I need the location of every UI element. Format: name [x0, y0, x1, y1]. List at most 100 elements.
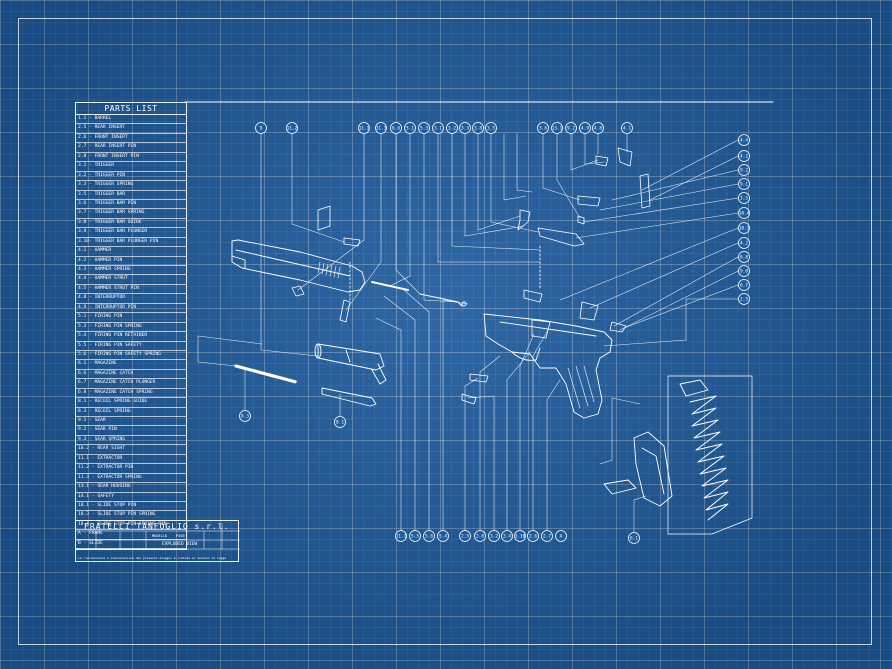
parts-list-row: 18.1 - SLIDE STOP PIN: [76, 502, 186, 512]
callout-bubble: 5.6: [423, 530, 435, 542]
callout-label: 5.6: [425, 534, 433, 540]
parts-list-row: 4.3 - HAMMER SPRING: [76, 266, 186, 276]
callout-bubble: 3.2: [446, 122, 458, 134]
callout-circle: [738, 150, 750, 162]
parts-list-row: 1.1 - BARREL: [76, 115, 186, 125]
view-title: EXPLODED VIEW: [162, 542, 198, 547]
magazine-spring-part: [667, 375, 753, 535]
callout-label: A: [560, 534, 563, 540]
callout-bubble: 9.2: [565, 122, 577, 134]
parts-list-row: 6.8 - MAGAZINE CATCH SPRING: [76, 389, 186, 399]
parts-list-row: 3.6 - TRIGGER BAR PIN: [76, 200, 186, 210]
parts-list-row: 9.2 - SEAR PIN: [76, 426, 186, 436]
callout-label: 11.1: [396, 534, 407, 540]
callout-label: 18.4: [739, 211, 750, 217]
callout-bubble: 3.5: [485, 122, 497, 134]
callout-bubble: 2.6: [527, 530, 539, 542]
callout-bubble: 4.2: [738, 150, 750, 162]
callout-bubble: 3.1: [432, 122, 444, 134]
parts-list-row: 3.3 - TRIGGER SPRING: [76, 181, 186, 191]
callout-circle: [628, 532, 640, 544]
callout-circle: [537, 122, 549, 134]
callout-label: 4.1: [623, 126, 631, 132]
callout-bubble: 5.4: [437, 530, 449, 542]
callout-circle: [255, 122, 267, 134]
callout-bubble: 4.4: [738, 134, 750, 146]
callout-circle: [579, 122, 591, 134]
callout-circle: [404, 122, 416, 134]
callout-bubble: 5.1: [404, 122, 416, 134]
callout-bubble: 2.7: [541, 530, 553, 542]
callout-bubble: 2.8: [474, 530, 486, 542]
callout-label: 3.3: [461, 126, 469, 132]
callout-bubble: 5.5: [409, 530, 421, 542]
callout-label: 11.1: [359, 126, 370, 132]
callout-circle: [738, 222, 750, 234]
parts-list-row: 3.1 - TRIGGER: [76, 162, 186, 172]
callout-label: 3.4: [503, 534, 511, 540]
callout-bubble: 9.2: [738, 164, 750, 176]
callout-label: 2.8: [476, 534, 484, 540]
footnote: La riproduzione o comunicazione del pres…: [78, 556, 227, 560]
callout-bubble: 3.10: [514, 530, 526, 542]
callout-bubble: 13.1: [551, 122, 563, 134]
callout-bubble: 6.6: [390, 122, 402, 134]
callout-circle: [286, 122, 298, 134]
callout-label: 6.8: [740, 255, 748, 261]
callout-label: 8.1: [336, 420, 344, 426]
callout-circle: [527, 530, 539, 542]
callout-circle: [738, 164, 750, 176]
callout-circle: [541, 530, 553, 542]
parts-list-row: 5.3 - FIRING PIN SPRING: [76, 323, 186, 333]
callout-circle: [375, 122, 387, 134]
callout-bubble: A: [555, 530, 567, 542]
callout-circle: [390, 122, 402, 134]
callout-bubble: 9.8: [738, 265, 750, 277]
parts-list-row: 13.1 - SEAR HOUSING: [76, 483, 186, 493]
callout-bubble: 9.1: [738, 178, 750, 190]
parts-list-row: 2.5 - REAR INSERT: [76, 124, 186, 134]
callout-bubble: 18.3: [738, 222, 750, 234]
callout-bubble: 3.2: [488, 530, 500, 542]
callout-circle: [358, 122, 370, 134]
callout-label: 3.5: [487, 126, 495, 132]
parts-list-row: 5.1 - FIRING PIN: [76, 313, 186, 323]
callout-bubble: 11.2: [286, 122, 298, 134]
callout-circle: [738, 279, 750, 291]
sheet-border: [18, 18, 872, 645]
callout-label: 2.5: [740, 297, 748, 303]
callout-label: 4.9: [581, 126, 589, 132]
callout-label: 4.2: [740, 154, 748, 160]
callout-bubble: 2.5: [738, 293, 750, 305]
callout-circle: [437, 530, 449, 542]
company-name: FRATELLI TANFOGLIO s.r.l.: [84, 522, 230, 531]
parts-list-row: 9.1 - SEAR: [76, 417, 186, 427]
leader-lines: [197, 133, 739, 535]
callout-label: 5.4: [439, 534, 447, 540]
callout-bubble: 6.8: [738, 251, 750, 263]
callout-bubble: 3.3: [459, 122, 471, 134]
callout-bubble: 3.4: [501, 530, 513, 542]
callout-label: 18.3: [739, 226, 750, 232]
callout-circle: [459, 530, 471, 542]
parts-list-row: 9.3 - SEAR SPRING: [76, 436, 186, 446]
parts-list-row: 3.2 - TRIGGER PIN: [76, 172, 186, 182]
callout-label: 11.3: [376, 126, 387, 132]
callout-bubble: 18.4: [738, 207, 750, 219]
callout-label: 5.1: [406, 126, 414, 132]
callout-label: 4.4: [740, 138, 748, 144]
callout-bubble: 5.3: [418, 122, 430, 134]
callout-circle: [432, 122, 444, 134]
parts-list-row: 14.1 - SAFETY: [76, 493, 186, 502]
model-value: P400: [176, 534, 185, 538]
parts-list-row: 2.7 - REAR INSERT PIN: [76, 143, 186, 153]
callout-bubble: 4.1: [621, 122, 633, 134]
title-block: FRATELLI TANFOGLIO s.r.l. MODELLO P400 E…: [75, 520, 240, 562]
parts-list-row: A - FRAME: [76, 530, 186, 540]
callout-label: 4.8: [594, 126, 602, 132]
parts-list-row: 4.9 - INTERRUPTOR PIN: [76, 304, 186, 314]
callout-label: 8.3: [241, 414, 249, 420]
callout-bubble: 11.1: [395, 530, 407, 542]
